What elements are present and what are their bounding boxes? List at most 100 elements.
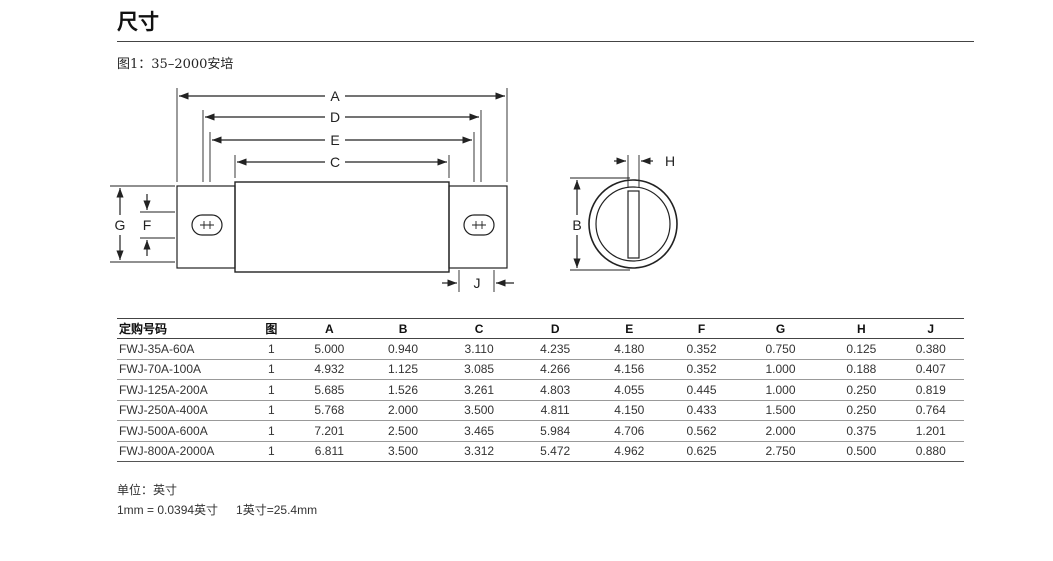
column-header: D bbox=[519, 318, 592, 339]
dim-H: H bbox=[614, 153, 675, 169]
table-cell: 1 bbox=[250, 441, 292, 462]
table-cell: 3.465 bbox=[439, 420, 520, 442]
table-cell: 1 bbox=[250, 420, 292, 442]
table-cell: 4.706 bbox=[591, 420, 668, 442]
table-cell: 2.000 bbox=[366, 400, 440, 421]
table-cell: 0.562 bbox=[667, 420, 736, 442]
table-cell: 0.433 bbox=[667, 400, 736, 421]
table-cell: 3.500 bbox=[439, 400, 520, 421]
table-cell: 0.819 bbox=[897, 379, 964, 401]
column-header: A bbox=[291, 318, 367, 339]
column-header: 图 bbox=[250, 318, 292, 339]
table-cell: 4.811 bbox=[519, 400, 592, 421]
svg-text:C: C bbox=[330, 154, 340, 170]
column-header: B bbox=[366, 318, 440, 339]
table-cell: 1.125 bbox=[366, 359, 440, 380]
svg-text:H: H bbox=[665, 153, 675, 169]
column-header: J bbox=[897, 318, 964, 339]
dim-A: A bbox=[179, 88, 505, 104]
table-cell: FWJ-35A-60A bbox=[117, 338, 251, 360]
table-cell: 2.750 bbox=[735, 441, 826, 462]
table-cell: 0.188 bbox=[825, 359, 898, 380]
table-cell: 4.962 bbox=[591, 441, 668, 462]
dim-J: J bbox=[442, 275, 514, 291]
column-header: F bbox=[667, 318, 736, 339]
table-cell: 7.201 bbox=[291, 420, 367, 442]
table-cell: 5.685 bbox=[291, 379, 367, 401]
table-cell: 1.201 bbox=[897, 420, 964, 442]
table-cell: 0.764 bbox=[897, 400, 964, 421]
fuse-dimension-diagram: A D E C G F J B H bbox=[110, 88, 678, 292]
dim-C: C bbox=[237, 154, 447, 170]
table-cell: 1 bbox=[250, 338, 292, 360]
mounting-slot-right bbox=[463, 214, 495, 236]
svg-text:F: F bbox=[143, 217, 152, 233]
table-cell: 0.352 bbox=[667, 359, 736, 380]
end-view-outer bbox=[588, 179, 678, 269]
table-cell: 0.625 bbox=[667, 441, 736, 462]
table-cell: 1.526 bbox=[366, 379, 440, 401]
conversion-inch: 1英寸=25.4mm bbox=[236, 503, 318, 517]
table-cell: 0.250 bbox=[825, 379, 898, 401]
table-cell: 4.235 bbox=[519, 338, 592, 360]
column-header: C bbox=[439, 318, 520, 339]
table-cell: 1.000 bbox=[735, 359, 826, 380]
svg-text:J: J bbox=[474, 275, 481, 291]
table-cell: FWJ-500A-600A bbox=[117, 420, 251, 442]
svg-text:G: G bbox=[115, 217, 126, 233]
column-header: 定购号码 bbox=[117, 318, 251, 339]
table-cell: 4.803 bbox=[519, 379, 592, 401]
table-cell: 3.110 bbox=[439, 338, 520, 360]
unit-note: 单位：英寸 bbox=[117, 483, 178, 497]
table-cell: 4.150 bbox=[591, 400, 668, 421]
table-cell: 4.055 bbox=[591, 379, 668, 401]
table-cell: 5.984 bbox=[519, 420, 592, 442]
dim-F: F bbox=[143, 194, 152, 256]
svg-text:B: B bbox=[572, 217, 581, 233]
table-cell: 4.932 bbox=[291, 359, 367, 380]
table-cell: 0.880 bbox=[897, 441, 964, 462]
table-cell: 3.261 bbox=[439, 379, 520, 401]
table-cell: 1 bbox=[250, 379, 292, 401]
table-cell: 1.500 bbox=[735, 400, 826, 421]
section-title: 尺寸 bbox=[117, 9, 159, 34]
left-terminal bbox=[176, 185, 236, 269]
table-cell: 2.000 bbox=[735, 420, 826, 442]
table-cell: 0.407 bbox=[897, 359, 964, 380]
table-cell: 3.500 bbox=[366, 441, 440, 462]
table-cell: 0.125 bbox=[825, 338, 898, 360]
table-cell: 4.180 bbox=[591, 338, 668, 360]
table-cell: 5.000 bbox=[291, 338, 367, 360]
table-cell: 0.750 bbox=[735, 338, 826, 360]
table-cell: 5.768 bbox=[291, 400, 367, 421]
table-cell: 3.085 bbox=[439, 359, 520, 380]
dim-G: G bbox=[115, 188, 126, 260]
right-terminal bbox=[448, 185, 508, 269]
svg-text:D: D bbox=[330, 109, 340, 125]
table-cell: 6.811 bbox=[291, 441, 367, 462]
table-cell: 2.500 bbox=[366, 420, 440, 442]
column-header: E bbox=[591, 318, 668, 339]
dim-E: E bbox=[212, 132, 472, 148]
dim-B: B bbox=[572, 180, 582, 268]
conversion-mm: 1mm = 0.0394英寸 bbox=[117, 503, 219, 517]
table-cell: FWJ-250A-400A bbox=[117, 400, 251, 421]
end-view-blade bbox=[627, 190, 640, 259]
table-cell: 3.312 bbox=[439, 441, 520, 462]
fuse-body bbox=[234, 181, 450, 273]
svg-text:E: E bbox=[330, 132, 339, 148]
table-cell: 5.472 bbox=[519, 441, 592, 462]
table-cell: 0.500 bbox=[825, 441, 898, 462]
title-rule bbox=[117, 41, 974, 42]
column-header: H bbox=[825, 318, 898, 339]
table-cell: 0.250 bbox=[825, 400, 898, 421]
table-cell: FWJ-800A-2000A bbox=[117, 441, 251, 462]
table-cell: 0.375 bbox=[825, 420, 898, 442]
mounting-slot-left bbox=[191, 214, 223, 236]
